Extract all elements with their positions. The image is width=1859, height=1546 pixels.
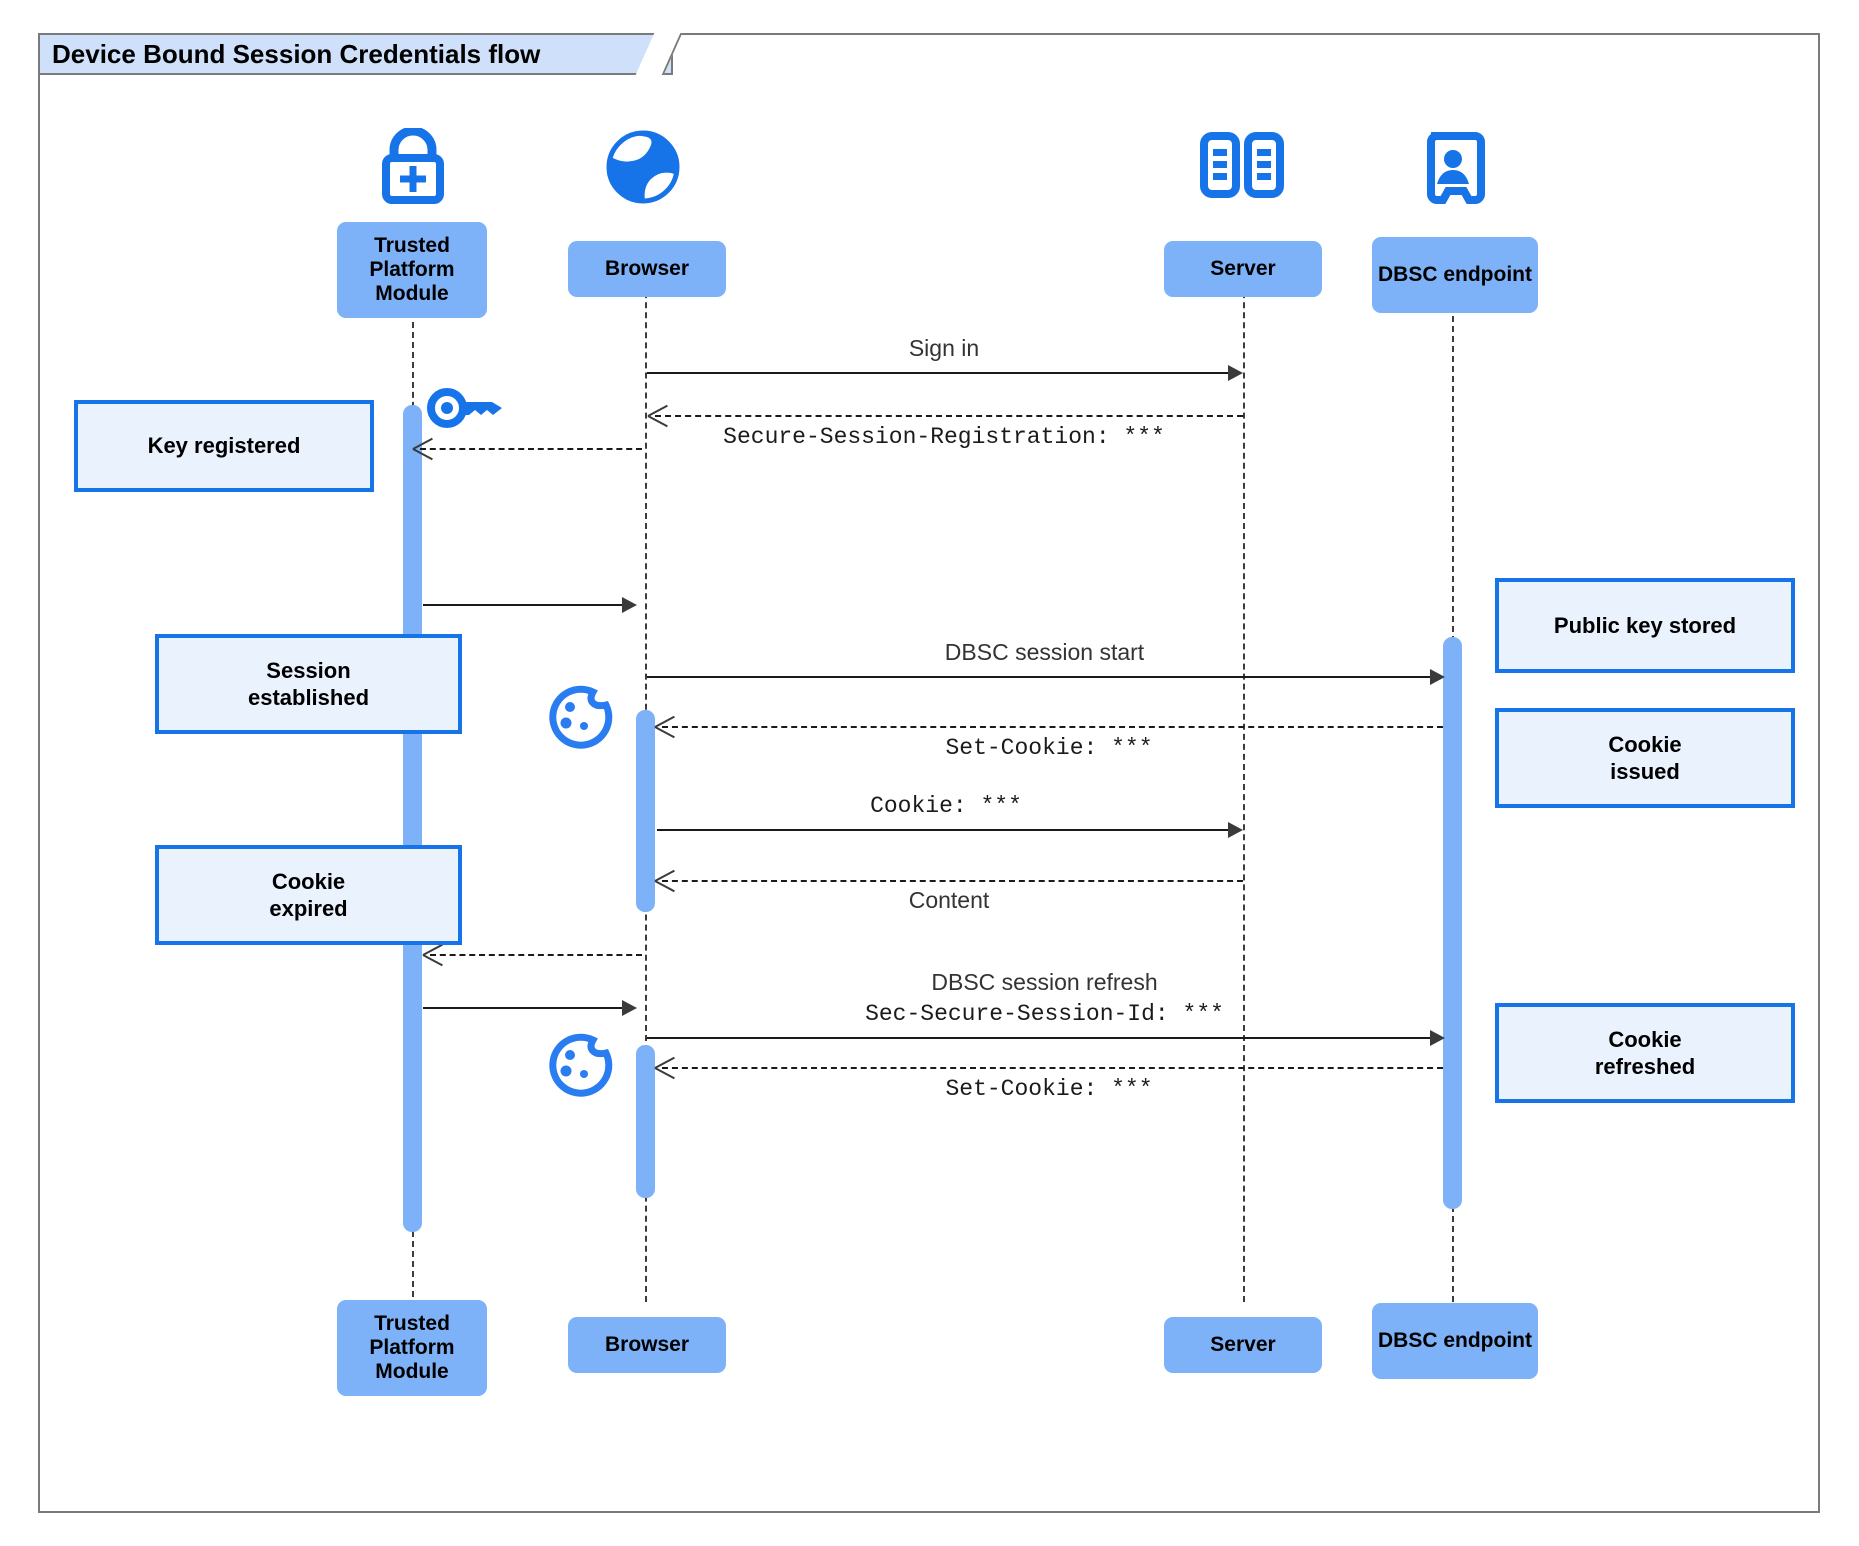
message-label-content: Content bbox=[908, 887, 990, 913]
note-public-key-stored: Public key stored bbox=[1495, 578, 1795, 673]
activation-bar-dbsc bbox=[1443, 637, 1462, 1209]
cookie-icon bbox=[546, 684, 614, 752]
participant-server[interactable]: Server bbox=[1164, 241, 1322, 297]
message-label-set-cookie-1: Set-Cookie: *** bbox=[945, 735, 1153, 761]
message-arrowhead-set-cookie-1 bbox=[655, 716, 675, 736]
note-cookie-refreshed: Cookie refreshed bbox=[1495, 1003, 1795, 1103]
message-line-dbsc-session-refresh bbox=[647, 1037, 1437, 1039]
participant-footer-browser[interactable]: Browser bbox=[568, 1317, 726, 1373]
message-line-content bbox=[662, 880, 1243, 882]
message-label-dbsc-session-start: DBSC session start bbox=[944, 639, 1145, 665]
message-line-secure-session-registration bbox=[655, 415, 1243, 417]
participant-dbsc[interactable]: DBSC endpoint bbox=[1372, 237, 1538, 313]
message-label-secure-session-registration: Secure-Session-Registration: *** bbox=[723, 424, 1165, 450]
message-arrowhead-tpm-to-browser bbox=[622, 597, 637, 613]
message-label-sign-in: Sign in bbox=[908, 335, 980, 361]
participant-tpm[interactable]: Trusted Platform Module bbox=[337, 222, 487, 318]
activation-bar-browser-2 bbox=[636, 1045, 655, 1198]
message-arrowhead-dbsc-session-refresh bbox=[1430, 1030, 1445, 1046]
participant-footer-tpm[interactable]: Trusted Platform Module bbox=[337, 1300, 487, 1396]
server-rack-icon bbox=[1196, 130, 1288, 202]
message-line-cookie-header bbox=[657, 829, 1234, 831]
note-session-established: Session established bbox=[155, 634, 462, 734]
participant-footer-server[interactable]: Server bbox=[1164, 1317, 1322, 1373]
message-arrowhead-dbsc-session-start bbox=[1430, 669, 1445, 685]
message-arrowhead-sign-in bbox=[1228, 365, 1243, 381]
message-line-set-cookie-1 bbox=[662, 726, 1443, 728]
message-line-set-cookie-2 bbox=[662, 1067, 1443, 1069]
id-badge-icon bbox=[1419, 128, 1487, 208]
cookie-icon bbox=[546, 1032, 614, 1100]
participant-browser[interactable]: Browser bbox=[568, 241, 726, 297]
padlock-plus-icon bbox=[368, 126, 458, 204]
key-icon bbox=[424, 384, 514, 432]
message-arrowhead-cookie-header bbox=[1228, 822, 1243, 838]
message-line-cookie-expired-tpm bbox=[430, 954, 642, 956]
globe-icon bbox=[601, 127, 685, 205]
message-arrowhead-cookie-expired-tpm bbox=[423, 944, 443, 964]
note-key-registered: Key registered bbox=[74, 400, 374, 492]
message-line-sign-in bbox=[647, 372, 1234, 374]
activation-bar-browser-1 bbox=[636, 710, 655, 912]
message-line-tpm-to-browser bbox=[423, 604, 635, 606]
activation-bar-tpm bbox=[403, 405, 422, 1232]
message-label-dbsc-session-refresh: DBSC session refresh bbox=[931, 969, 1158, 995]
participant-footer-dbsc[interactable]: DBSC endpoint bbox=[1372, 1303, 1538, 1379]
lifeline-server bbox=[1243, 252, 1245, 1302]
diagram-title: Device Bound Session Credentials flow bbox=[38, 33, 673, 75]
message-line-tpm-refresh bbox=[423, 1007, 635, 1009]
message-label-sec-secure-session-id: Sec-Secure-Session-Id: *** bbox=[865, 1001, 1224, 1027]
message-arrowhead-secure-session-registration bbox=[648, 405, 668, 425]
note-cookie-issued: Cookie issued bbox=[1495, 708, 1795, 808]
message-arrowhead-tpm-refresh bbox=[622, 1000, 637, 1016]
note-cookie-expired: Cookie expired bbox=[155, 845, 462, 945]
message-arrowhead-register-key-tpm bbox=[413, 438, 433, 458]
message-label-set-cookie-2: Set-Cookie: *** bbox=[945, 1076, 1153, 1102]
message-label-cookie-header: Cookie: *** bbox=[870, 793, 1022, 819]
message-line-register-key-tpm bbox=[420, 448, 642, 450]
message-line-dbsc-session-start bbox=[647, 676, 1437, 678]
message-arrowhead-set-cookie-2 bbox=[655, 1057, 675, 1077]
